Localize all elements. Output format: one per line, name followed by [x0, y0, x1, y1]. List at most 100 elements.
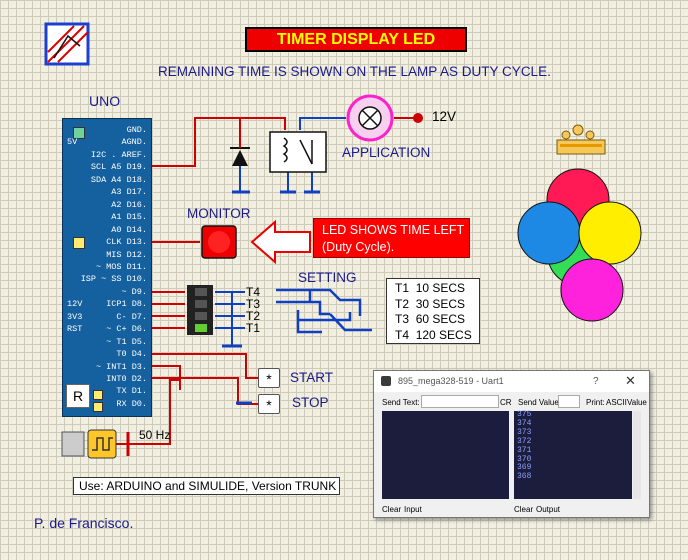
app-icon [381, 376, 391, 386]
monitor-led [201, 225, 237, 259]
supply-label: 12V [432, 109, 457, 124]
output-label: Output [536, 505, 561, 514]
pin-label: INT0 D2. [106, 374, 147, 384]
output-line: 372 [517, 436, 532, 446]
output-line: 374 [517, 418, 532, 428]
setting-label: SETTING [298, 270, 357, 285]
uart-title: 895_mega328-519 - Uart1 [398, 376, 504, 386]
input-label: Input [404, 505, 422, 514]
print-label: Print: [586, 398, 605, 407]
led-shows-line1: LED SHOWS TIME LEFT [322, 223, 465, 237]
pin-label: C- D7. [116, 311, 147, 322]
output-line: 368 [517, 472, 532, 482]
wire-clock [112, 379, 180, 445]
pin-label: ISP ~ SS D10. [80, 274, 147, 285]
input-pane[interactable] [382, 411, 509, 499]
rgb-led-cluster [517, 124, 642, 322]
send-text-input[interactable] [421, 395, 499, 408]
pin-label: ~ MOS D11. [95, 261, 147, 272]
setting-switch-drawing [276, 288, 372, 334]
lamp-symbol [346, 94, 423, 142]
start-label: START [290, 370, 334, 385]
setting-row: T1 10 SECS [395, 281, 466, 295]
dip-switch [187, 285, 213, 335]
frequency-label: 50 Hz [139, 428, 171, 442]
wire-d2 [150, 377, 258, 405]
send-text-label: Send Text: [382, 398, 420, 407]
wire-d19 [150, 117, 286, 167]
usage-note: Use: ARDUINO and SIMULIDE, Version TRUNK [73, 477, 340, 495]
diode-symbol [230, 135, 250, 172]
help-button[interactable]: ? [593, 376, 599, 387]
t2-label: T2 [246, 309, 261, 323]
pin-label: A0 D14. [111, 224, 147, 235]
wire-relay-lamp [299, 117, 346, 130]
pin-label: ~ C+ D6. [106, 324, 147, 335]
pin-label: 5V [67, 137, 78, 148]
power-led [73, 127, 85, 139]
author-label: P. de Francisco. [34, 515, 134, 531]
rx-led [93, 402, 103, 412]
pin-label: SCL A5 D19. [90, 162, 147, 173]
setting-row: T3 60 SECS [395, 312, 466, 326]
value-toggle[interactable]: Value [627, 398, 647, 407]
ascii-toggle[interactable]: ASCII [606, 398, 627, 407]
close-icon[interactable]: ✕ [625, 373, 636, 388]
application-label: APPLICATION [342, 145, 431, 160]
simulide-logo [44, 22, 90, 66]
pin-label: GND. [126, 125, 147, 135]
pin-label: CLK D13. [106, 237, 147, 248]
output-line: 371 [517, 445, 532, 455]
output-line: 370 [517, 454, 532, 464]
t3-label: T3 [246, 297, 261, 311]
status-led [73, 237, 85, 249]
output-line: 375 [517, 410, 532, 419]
reset-button[interactable]: R [66, 384, 90, 408]
clock-generator [61, 429, 117, 459]
output-scrollbar[interactable] [633, 411, 641, 499]
t1-label: T1 [246, 321, 261, 335]
led-shows-note: LED SHOWS TIME LEFT (Duty Cycle). [313, 218, 470, 258]
pin-label: A2 D16. [111, 199, 147, 210]
arduino-board: GND.AGND.I2C . AREF.SCL A5 D19.SDA A4 D1… [62, 118, 152, 417]
t4-label: T4 [246, 285, 261, 299]
pin-label: A3 D17. [111, 187, 147, 198]
output-line: 373 [517, 427, 532, 437]
arrow-shape [250, 219, 311, 265]
pin-label: RST [67, 324, 83, 334]
output-line: 369 [517, 463, 532, 473]
tx-led [93, 390, 103, 400]
send-value-input[interactable] [558, 395, 580, 408]
stop-button[interactable]: * [258, 394, 280, 414]
uart-window[interactable]: 895_mega328-519 - Uart1 ? ✕ Send Text: C… [373, 370, 650, 518]
pin-label: ~ T1 D5. [106, 336, 147, 347]
pin-label: 12V [67, 299, 83, 309]
cr-toggle[interactable]: CR [500, 398, 512, 407]
clear-input-button[interactable]: Clear [382, 505, 402, 514]
setting-row: T4 120 SECS [395, 327, 472, 342]
pin-label: ICP1 D8. [106, 299, 147, 310]
pin-label: RX D0. [116, 398, 147, 409]
pin-label: ~ D9. [121, 286, 147, 297]
led-shows-line2: (Duty Cycle). [322, 240, 395, 254]
stop-label: STOP [292, 395, 329, 410]
subtitle: REMAINING TIME IS SHOWN ON THE LAMP AS D… [158, 64, 551, 79]
monitor-label: MONITOR [187, 206, 251, 221]
start-button[interactable]: * [258, 368, 280, 388]
pin-label: MIS D12. [106, 249, 147, 260]
wire-d3 [150, 365, 181, 390]
relay-symbol [269, 131, 327, 173]
board-name: UNO [89, 93, 121, 109]
pin-label: T0 D4. [116, 349, 147, 360]
send-value-label: Send Value: [518, 398, 561, 407]
pin-label: ~ INT1 D3. [95, 361, 147, 372]
setting-row: T2 30 SECS [395, 296, 466, 311]
uart-titlebar[interactable]: 895_mega328-519 - Uart1 ? ✕ [374, 371, 649, 392]
clear-output-button[interactable]: Clear [514, 505, 534, 514]
settings-table: T1 10 SECS T2 30 SECS T3 60 SECS T4 120 … [386, 278, 480, 344]
pin-label: A1 D15. [111, 212, 147, 223]
